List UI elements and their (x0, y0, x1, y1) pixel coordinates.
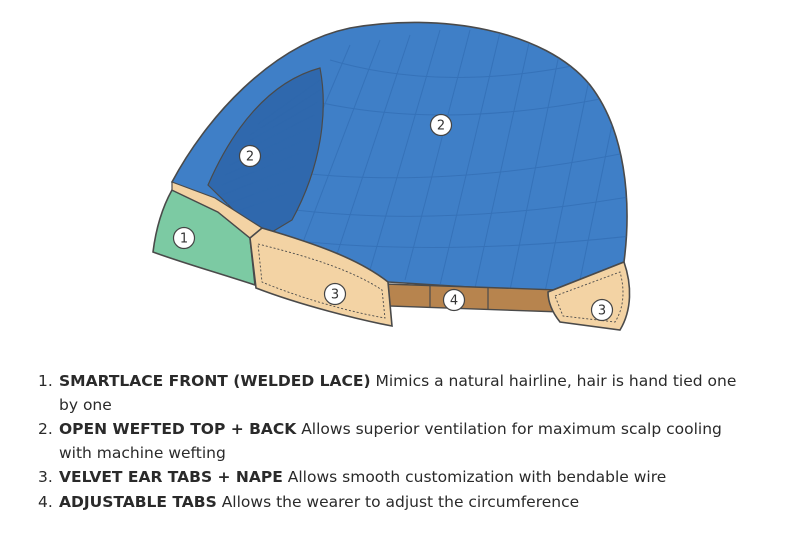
side-panel-stripes (221, 79, 321, 214)
legend-description: Allows the wearer to adjust the circumfe… (216, 492, 580, 511)
callout-open-wefted-top: 2 (429, 113, 453, 137)
legend-title: OPEN WEFTED TOP + BACK (59, 420, 297, 438)
legend-number: 3. (38, 468, 53, 486)
legend-list: 1. SMARTLACE FRONT (WELDED LACE) Mimics a… (38, 370, 758, 515)
callout-circle (323, 282, 347, 306)
callout-adjustable-tab: 4 (442, 288, 466, 312)
callout-number: 4 (450, 294, 458, 309)
callout-velvet-nape: 3 (590, 298, 614, 322)
callout-open-wefted-side: 2 (238, 144, 262, 168)
legend-title: ADJUSTABLE TABS (59, 492, 217, 511)
legend-title: VELVET EAR TABS + NAPE (59, 468, 283, 486)
callout-layer: 1 2 2 3 4 3 (172, 113, 614, 322)
legend-item: 2. OPEN WEFTED TOP + BACK Allows superior… (38, 418, 758, 465)
callout-circle (172, 226, 196, 250)
callout-number: 3 (598, 304, 606, 319)
callout-velvet-ear-tab: 3 (323, 282, 347, 306)
velvet-ear-tab (249, 227, 393, 327)
callout-circle (442, 288, 466, 312)
legend-number: 4. (38, 492, 53, 511)
callout-circle (590, 298, 614, 322)
callout-number: 2 (246, 150, 254, 165)
legend-description: Allows superior ventilation for maximum … (59, 420, 722, 462)
legend-item: 1. SMARTLACE FRONT (WELDED LACE) Mimics a… (38, 370, 758, 417)
callout-number: 2 (437, 119, 445, 134)
legend-item: 3. VELVET EAR TABS + NAPE Allows smooth c… (38, 466, 758, 490)
callout-number: 3 (331, 288, 339, 303)
callout-circle (429, 113, 453, 137)
legend-description: Allows smooth customization with bendabl… (282, 468, 667, 486)
legend-title: SMARTLACE FRONT (WELDED LACE) (59, 372, 371, 390)
side-panel (207, 67, 324, 239)
legend-item: 4. ADJUSTABLE TABS Allows the wearer to a… (38, 491, 758, 515)
lace-front (152, 188, 256, 287)
legend-number: 1. (38, 372, 53, 390)
callout-number: 1 (180, 232, 188, 247)
legend-description: Mimics a natural hairline, hair is hand … (59, 372, 737, 414)
callout-smartlace-front: 1 (172, 226, 196, 250)
wig-cap-diagram: 1 2 2 3 4 3 (152, 21, 631, 331)
callout-circle (238, 144, 262, 168)
legend-number: 2. (38, 420, 53, 438)
